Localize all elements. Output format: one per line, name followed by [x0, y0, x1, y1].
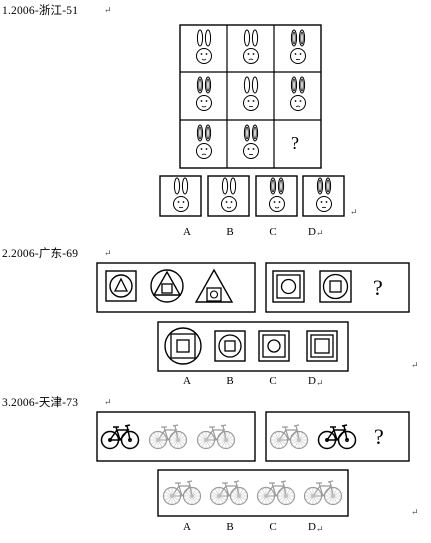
q3-options-panel: [157, 469, 349, 517]
q1-bunny-r3c1: [196, 124, 212, 159]
return-mark: ↵: [104, 5, 112, 15]
return-mark: ↵: [411, 360, 419, 370]
q2-options-panel: [157, 321, 349, 372]
q1-option-d-box: [302, 175, 345, 217]
q3-option-c-label: C: [269, 521, 277, 533]
q1-bunny-r1c1: [196, 29, 212, 64]
return-mark: ↵: [316, 378, 324, 388]
q1-grid: [179, 24, 322, 169]
q1-option-c-label: C: [269, 226, 277, 238]
bicycle-3: [196, 424, 236, 450]
q1-bunny-r1c3: [290, 29, 306, 64]
bicycle-option-a: [162, 480, 202, 506]
q1-option-b-box: [207, 175, 250, 217]
bicycle-option-d: [303, 480, 343, 506]
q2-panel-left: [96, 262, 256, 313]
q2-unknown-mark: ?: [373, 275, 383, 300]
q1-bunny-r3c2: [243, 124, 259, 159]
q1-bunny-r2c3: [290, 76, 306, 111]
bicycle-1: [100, 424, 140, 450]
q3-option-d-label: D: [308, 521, 316, 533]
q1-bunny-r1c2: [243, 29, 259, 64]
bicycle-2: [148, 424, 188, 450]
return-mark: ↵: [411, 507, 419, 517]
bicycle-option-c: [256, 480, 296, 506]
q2-option-a-label: A: [183, 375, 191, 387]
return-mark: ↵: [316, 524, 324, 534]
q1-title: 1.2006-浙江-51: [2, 5, 79, 17]
q1-bunny-r2c1: [196, 76, 212, 111]
q1-option-b-label: B: [226, 226, 234, 238]
bicycle-option-b: [209, 480, 249, 506]
return-mark: ↵: [104, 397, 112, 407]
bicycle-4: [269, 424, 309, 450]
return-mark: ↵: [350, 207, 358, 217]
q3-title: 3.2006-天津-73: [2, 397, 79, 409]
q3-unknown-mark: ?: [374, 424, 384, 449]
q2-title: 2.2006-广东-69: [2, 248, 79, 260]
q3-option-a-label: A: [183, 521, 191, 533]
q2-option-d-label: D: [308, 375, 316, 387]
q2-panel-right: [265, 262, 410, 313]
return-mark: ↵: [104, 248, 112, 258]
bicycle-5: [317, 424, 357, 450]
q1-option-d-label: D: [308, 226, 316, 238]
q1-bunny-r2c2: [243, 76, 259, 111]
q1-option-a-label: A: [183, 226, 191, 238]
return-mark: ↵: [316, 228, 324, 238]
q2-option-b-label: B: [226, 375, 234, 387]
q1-option-a-box: [159, 175, 202, 217]
q1-option-c-box: [255, 175, 298, 217]
q3-panel-right: [265, 411, 410, 462]
q2-option-c-label: C: [269, 375, 277, 387]
q3-panel-left: [96, 411, 256, 462]
q1-unknown-mark: ?: [291, 133, 299, 153]
q3-option-b-label: B: [226, 521, 234, 533]
